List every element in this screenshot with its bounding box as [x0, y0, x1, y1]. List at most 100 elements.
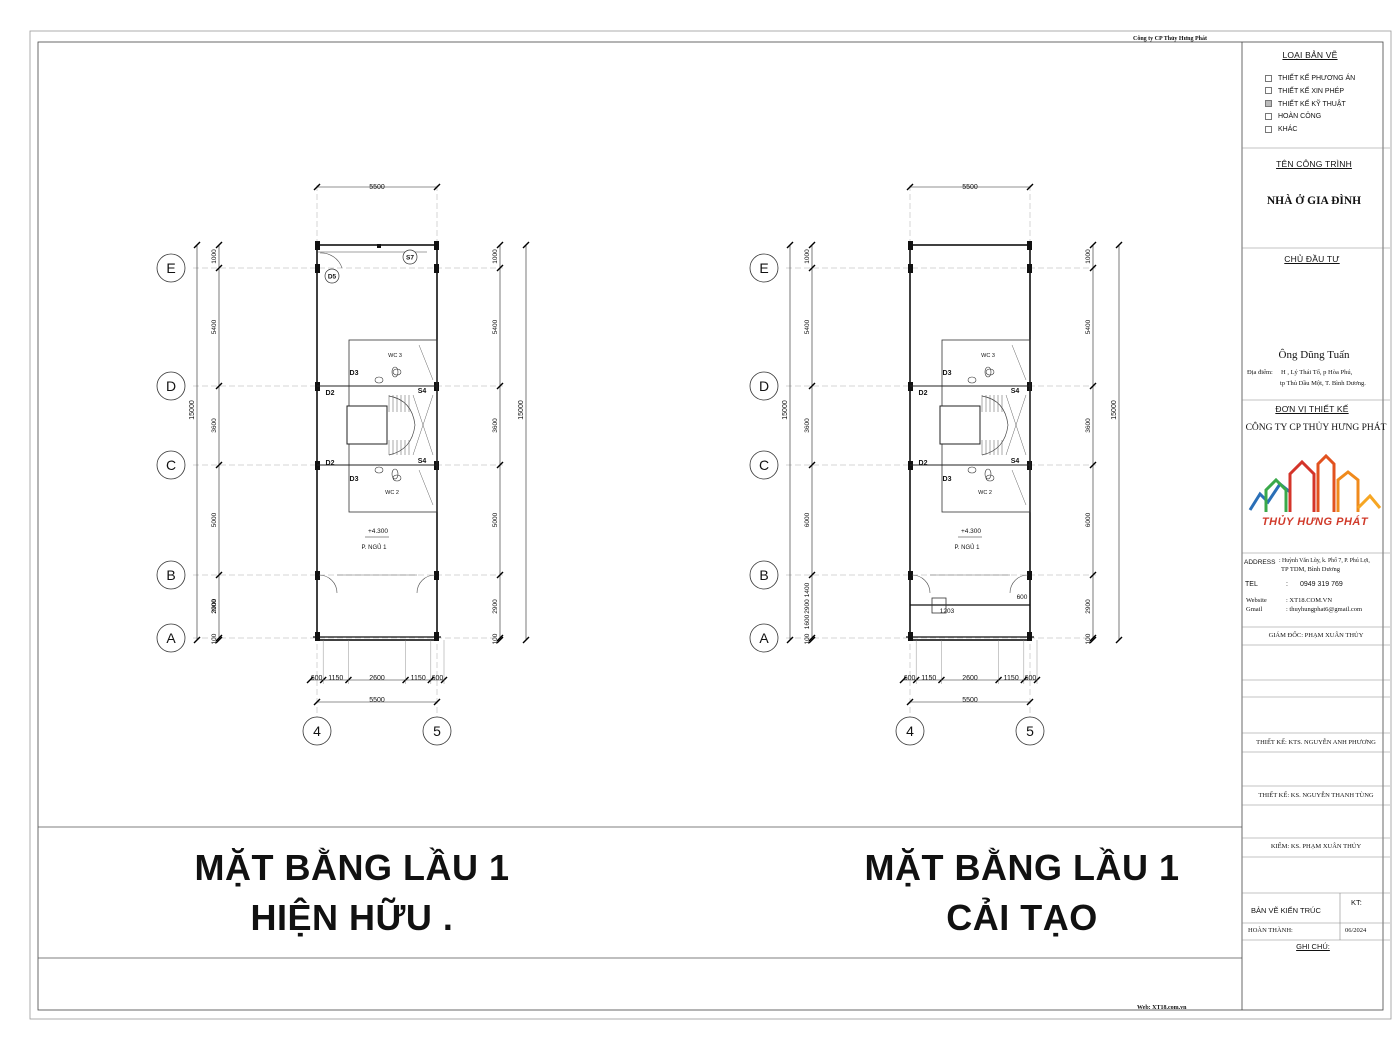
axis-4-circle [302, 716, 332, 746]
dim-tick [1089, 382, 1097, 390]
drawing-type-item: KHÁC [1265, 124, 1355, 137]
dim-tick [808, 636, 816, 644]
dim-vertical-segment: 2900 [211, 599, 218, 614]
checkbox-icon [1265, 87, 1272, 95]
toilet [984, 468, 992, 480]
stair-well [939, 405, 981, 445]
axis-5-circle [1015, 716, 1045, 746]
dim-vertical-segment: 5400 [1085, 319, 1092, 334]
axis-4-label: 4 [906, 723, 914, 739]
shaft-mark [418, 344, 434, 381]
axis-C-label: C [759, 457, 769, 473]
axis-A-label: A [166, 630, 176, 646]
dim-total-depth: 15000 [1111, 400, 1118, 420]
door-tag-d2: D2 [919, 390, 928, 397]
director: GIÁM ĐỐC: PHẠM XUÂN THỦY [1268, 632, 1364, 639]
sanitary-fixture [967, 466, 977, 474]
dim-tick [306, 676, 314, 684]
dim-tick [215, 461, 223, 469]
column [434, 571, 439, 580]
axis-E-circle [749, 253, 779, 283]
shaft-mark [418, 469, 434, 506]
axis-4-circle [895, 716, 925, 746]
axis-D-label: D [759, 378, 769, 394]
dim-bottom-segment: 600 [432, 675, 444, 682]
axis-B-label: B [759, 567, 768, 583]
dim-tick [1089, 634, 1097, 642]
stair-well [346, 405, 388, 445]
dim-vertical-segment: 3600 [492, 418, 499, 433]
planter [931, 597, 947, 614]
gmail-value: : thuyhungphat6@gmail.com [1286, 606, 1363, 613]
dim-tick [522, 241, 530, 249]
dim-vertical-segment: 6000 [1085, 512, 1092, 527]
column [434, 632, 439, 641]
column [1027, 264, 1032, 273]
toilet [391, 366, 399, 378]
axis-C-circle [749, 450, 779, 480]
checkbox-checked-icon [1265, 100, 1272, 108]
dim-bottom-total: 5500 [962, 697, 978, 704]
column [908, 241, 913, 250]
dim-vertical-segment: 5000 [492, 512, 499, 527]
column [315, 571, 320, 580]
sheet-kind: BẢN VẼ KIẾN TRÚC [1251, 906, 1321, 915]
address-line2: tp Thủ Dầu Một, T. Bình Dương. [1280, 380, 1366, 387]
dim-vertical-segment: 2900 [1085, 599, 1092, 614]
column [315, 264, 320, 273]
dim-total-depth: 15000 [518, 400, 525, 420]
window-tag-s7: S7 [406, 255, 414, 262]
door-tag-d2: D2 [919, 460, 928, 467]
door-swing [319, 252, 343, 269]
door-tag-d2: D2 [326, 460, 335, 467]
dim-vertical-segment: 5000 [211, 512, 218, 527]
axis-E-circle [156, 253, 186, 283]
dim-tick [1026, 183, 1034, 191]
address-label: ADDRESS [1244, 559, 1276, 566]
dim-tick [496, 382, 504, 390]
owner-label: CHỦ ĐẦU TƯ [1284, 254, 1340, 264]
column [434, 241, 439, 250]
dim-vertical-segment: 3600 [211, 418, 218, 433]
axis-E-label: E [759, 260, 768, 276]
sanitary-fixture [374, 466, 384, 474]
company-header: Công ty CP Thủy Hưng Phát [1133, 36, 1208, 42]
dim-tick [808, 461, 816, 469]
drawing-type-item: THIẾT KẾ PHƯƠNG ÁN [1265, 73, 1355, 86]
wc-lower-label: WC 2 [385, 490, 399, 496]
dim-total-depth: 15000 [782, 400, 789, 420]
door-tag-d3: D3 [350, 476, 359, 483]
drawing-type-item: THIẾT KẾ XIN PHÉP [1265, 86, 1355, 99]
dim-vertical-segment: 100 [211, 633, 218, 644]
owner-name: Ông Dũng Tuấn [1278, 349, 1350, 361]
dim-vertical-segment: 1000 [1085, 249, 1092, 264]
door-tag-s4: S4 [418, 458, 427, 465]
dim-tick [786, 241, 794, 249]
dim-vertical-segment: 1000 [492, 249, 499, 264]
dim-tick [522, 636, 530, 644]
shaft-mark [1011, 469, 1027, 506]
note-1203: 1203 [940, 608, 955, 615]
checkbox-icon [1265, 125, 1272, 133]
door-tag-d2: D2 [326, 390, 335, 397]
shaft-mark [1005, 394, 1027, 456]
sheet-code-label: KT: [1351, 898, 1362, 907]
dim-vertical-segment: 3600 [1085, 418, 1092, 433]
project-label: TÊN CÔNG TRÌNH [1276, 159, 1352, 169]
shaft-mark [1011, 344, 1027, 381]
address-prefix: Địa điểm: [1247, 369, 1273, 376]
company-logo-icon [1248, 453, 1382, 512]
column [315, 241, 320, 250]
axis-D-circle [749, 371, 779, 401]
column [908, 571, 913, 580]
tel-separator: : [1286, 581, 1288, 588]
dim-tick [1026, 698, 1034, 706]
column [1027, 571, 1032, 580]
shaft-mark [412, 394, 434, 456]
checker: KIỂM: KS. PHẠM XUÂN THỦY [1270, 843, 1362, 850]
door-tag-d3: D3 [943, 370, 952, 377]
dim-tick [215, 636, 223, 644]
drawing-type-list: THIẾT KẾ PHƯƠNG ÁN THIẾT KẾ XIN PHÉP THI… [1265, 73, 1355, 137]
